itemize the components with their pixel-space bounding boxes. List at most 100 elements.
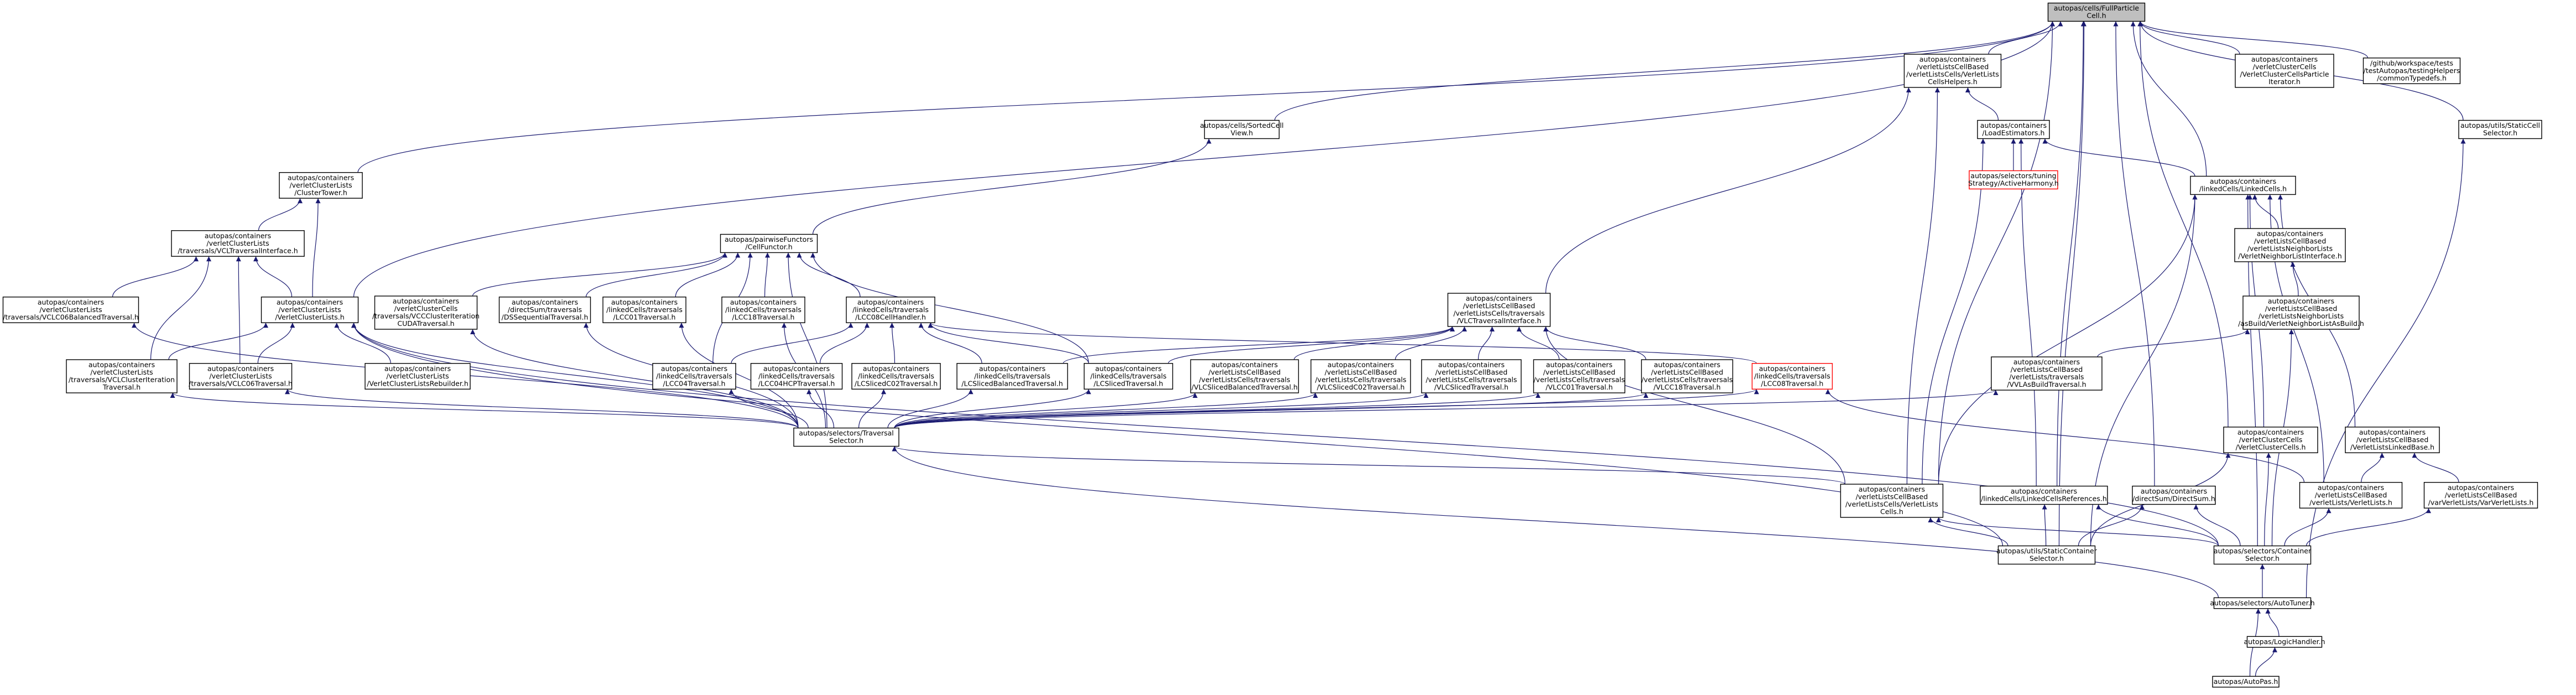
node-vclC06[interactable]: autopas/containers/verletClusterLists/tr… xyxy=(189,363,293,390)
node-box xyxy=(1977,120,2050,139)
node-label-line: autopas/containers xyxy=(207,364,274,372)
node-cellFunctor[interactable]: autopas/pairwiseFunctors/CellFunctor.h xyxy=(720,234,818,253)
node-loadEst[interactable]: autopas/containers/LoadEstimators.h xyxy=(1977,120,2050,139)
node-label-line: autopas/containers xyxy=(863,364,929,372)
node-box xyxy=(1980,485,2108,505)
edge-vclBalanced-to-vclTravIface xyxy=(112,256,199,297)
node-verletClusterLists[interactable]: autopas/containers/verletClusterLists/Ve… xyxy=(261,297,359,323)
node-lcC08Handler[interactable]: autopas/containers/linkedCells/traversal… xyxy=(846,297,935,323)
node-activeHarmony[interactable]: autopas/selectors/tuningStrategy/ActiveH… xyxy=(1968,170,2059,190)
node-label-line: autopas/containers xyxy=(1095,364,1162,372)
node-label-line: autopas/containers xyxy=(763,364,830,372)
node-box xyxy=(721,297,805,323)
node-lcSlicedC02[interactable]: autopas/containers/linkedCells/traversal… xyxy=(851,363,941,390)
edge-staticContSel-to-verletClusterLists xyxy=(351,323,2003,546)
node-lcC04HCP[interactable]: autopas/containers/linkedCells/traversal… xyxy=(750,363,843,390)
node-label-line: autopas/pairwiseFunctors xyxy=(725,235,813,243)
node-box xyxy=(1641,359,1734,393)
node-vlcSliced[interactable]: autopas/containers/verletListsCellBased/… xyxy=(1421,359,1522,393)
edge-staticContSel-to-vlcCells xyxy=(1928,517,2008,546)
node-lcC18[interactable]: autopas/containers/linkedCells/traversal… xyxy=(721,297,805,323)
node-box xyxy=(498,297,591,323)
node-vccIterator[interactable]: autopas/containers/verletClusterCells/Ve… xyxy=(2235,54,2334,88)
node-vlcSlicedC02[interactable]: autopas/containers/verletListsCellBased/… xyxy=(1310,359,1411,393)
node-linkedCells[interactable]: autopas/containers/linkedCells/LinkedCel… xyxy=(2190,175,2296,195)
node-directSum[interactable]: autopas/containers/directSum/DirectSum.h xyxy=(2132,485,2216,505)
node-lcSlicedBalanced[interactable]: autopas/containers/linkedCells/traversal… xyxy=(956,363,1068,390)
edge-vclTravIface-to-clusterTower xyxy=(258,198,303,231)
node-label-line: /LCC04HCPTraversal.h xyxy=(758,379,835,387)
node-lcC04[interactable]: autopas/containers/linkedCells/traversal… xyxy=(652,363,736,390)
node-logicHandler[interactable]: autopas/LogicHandler.h xyxy=(2244,636,2325,648)
node-vlcTravIface[interactable]: autopas/containers/verletListsCellBased/… xyxy=(1447,293,1551,327)
node-vlcCells[interactable]: autopas/containers/verletListsCellBased/… xyxy=(1840,484,1944,518)
node-vclTravIface[interactable]: autopas/containers/verletClusterLists/tr… xyxy=(171,230,305,257)
node-asBuild[interactable]: autopas/containers/verletListsCellBased/… xyxy=(2238,295,2364,330)
node-helpers[interactable]: autopas/containers/verletListsCellBased/… xyxy=(1903,54,2002,88)
node-box xyxy=(1991,356,2103,391)
node-vlcC01[interactable]: autopas/containers/verletListsCellBased/… xyxy=(1533,359,1626,393)
node-label-line: /traversals/VCLC06Traversal.h xyxy=(189,379,293,387)
node-clusterTower[interactable]: autopas/containers/verletClusterLists/Cl… xyxy=(279,172,363,199)
edge-staticContSel-to-root xyxy=(2058,21,2086,546)
node-label-line: /verletListsCellBased xyxy=(1651,368,1724,376)
edge-contSel-to-verletLists xyxy=(2284,508,2332,546)
node-vclClusterIter[interactable]: autopas/containers/verletClusterLists/tr… xyxy=(66,359,178,393)
node-label-line: /verletListsCellBased xyxy=(2011,365,2083,374)
node-vlcSlicedBalanced[interactable]: autopas/containers/verletListsCellBased/… xyxy=(1190,359,1299,393)
node-lcSliced[interactable]: autopas/containers/linkedCells/traversal… xyxy=(1084,363,1173,390)
node-label-line: /verletListsCellBased xyxy=(1463,302,1536,310)
node-verletLists[interactable]: autopas/containers/verletListsCellBased/… xyxy=(2299,482,2403,509)
edge-lcC04HCP-to-lcC08Handler xyxy=(819,323,870,364)
node-label-line: Traversal.h xyxy=(102,383,140,391)
node-label-line: View.h xyxy=(1231,129,1253,137)
node-label-line: CellsHelpers.h xyxy=(1928,77,1977,86)
node-vccCells[interactable]: autopas/containers/verletClusterCells/Ve… xyxy=(2223,427,2318,453)
node-label-line: /linkedCells/traversals xyxy=(758,372,835,380)
edge-verletClusterLists-to-root xyxy=(353,21,2055,297)
node-vclRebuilder[interactable]: autopas/containers/verletClusterLists/Ve… xyxy=(365,363,471,390)
node-label-line: /VerletClusterLists.h xyxy=(275,313,344,321)
node-dsSeq[interactable]: autopas/containers/directSum/traversals/… xyxy=(498,297,591,323)
node-vnlIface[interactable]: autopas/containers/verletListsCellBased/… xyxy=(2234,228,2346,262)
node-label-line: autopas/containers xyxy=(2141,487,2207,495)
node-label-line: /verletListsCellBased xyxy=(2356,435,2429,444)
node-vlcC18[interactable]: autopas/containers/verletListsCellBased/… xyxy=(1641,359,1734,393)
node-typedefs[interactable]: /github/workspace/tests/testAutopas/test… xyxy=(2362,58,2461,84)
node-vclBalanced[interactable]: autopas/containers/verletClusterLists/tr… xyxy=(2,297,139,323)
node-label-line: /linkedCells/traversals xyxy=(725,305,802,314)
edge-vlcC01-to-vlcTravIface xyxy=(1516,326,1560,360)
node-label-line: /VerletListsLinkedBase.h xyxy=(2350,443,2434,451)
node-varVerletLists[interactable]: autopas/containers/verletListsCellBased/… xyxy=(2423,482,2538,509)
node-autoPas[interactable]: autopas/AutoPas.h xyxy=(2212,676,2280,688)
node-box xyxy=(171,230,305,257)
node-autoTuner[interactable]: autopas/selectors/AutoTuner.h xyxy=(2210,597,2315,609)
node-lcC01[interactable]: autopas/containers/linkedCells/traversal… xyxy=(602,297,686,323)
node-label-line: /linkedCells/LinkedCells.h xyxy=(2199,185,2287,193)
node-vlvAsBuildTrav[interactable]: autopas/containers/verletListsCellBased/… xyxy=(1991,356,2103,391)
node-label-line: /verletListsCells/VerletLists xyxy=(1906,70,1999,79)
node-label-line: /testAutopas/testingHelpers xyxy=(2364,66,2460,75)
node-vlLinkedBase[interactable]: autopas/containers/verletListsCellBased/… xyxy=(2345,427,2440,453)
edge-layer xyxy=(112,21,2466,677)
node-label-line: /traversals/VCCClusterIteration xyxy=(372,312,480,320)
node-label-line: autopas/containers xyxy=(512,298,578,306)
edge-verletClusterLists-to-clusterTower xyxy=(312,198,321,297)
node-lcC08[interactable]: autopas/containers/linkedCells/traversal… xyxy=(1751,363,1833,390)
edge-lcSlicedBalanced-to-lcC08Handler xyxy=(918,323,982,364)
node-label-line: CUDATraversal.h xyxy=(397,319,454,328)
node-label-line: autopas/containers xyxy=(2237,428,2304,436)
node-lcReferences[interactable]: autopas/containers/linkedCells/LinkedCel… xyxy=(1980,485,2108,505)
edge-lcC08Handler-to-cellFunctor xyxy=(797,252,861,297)
edge-travSel-to-vclC06 xyxy=(285,388,799,428)
node-vccC01Cuda[interactable]: autopas/containers/verletClusterCells/tr… xyxy=(372,295,480,330)
node-box xyxy=(2345,427,2440,453)
node-box xyxy=(956,363,1068,390)
edge-lcC18-to-cellFunctor xyxy=(764,252,770,297)
